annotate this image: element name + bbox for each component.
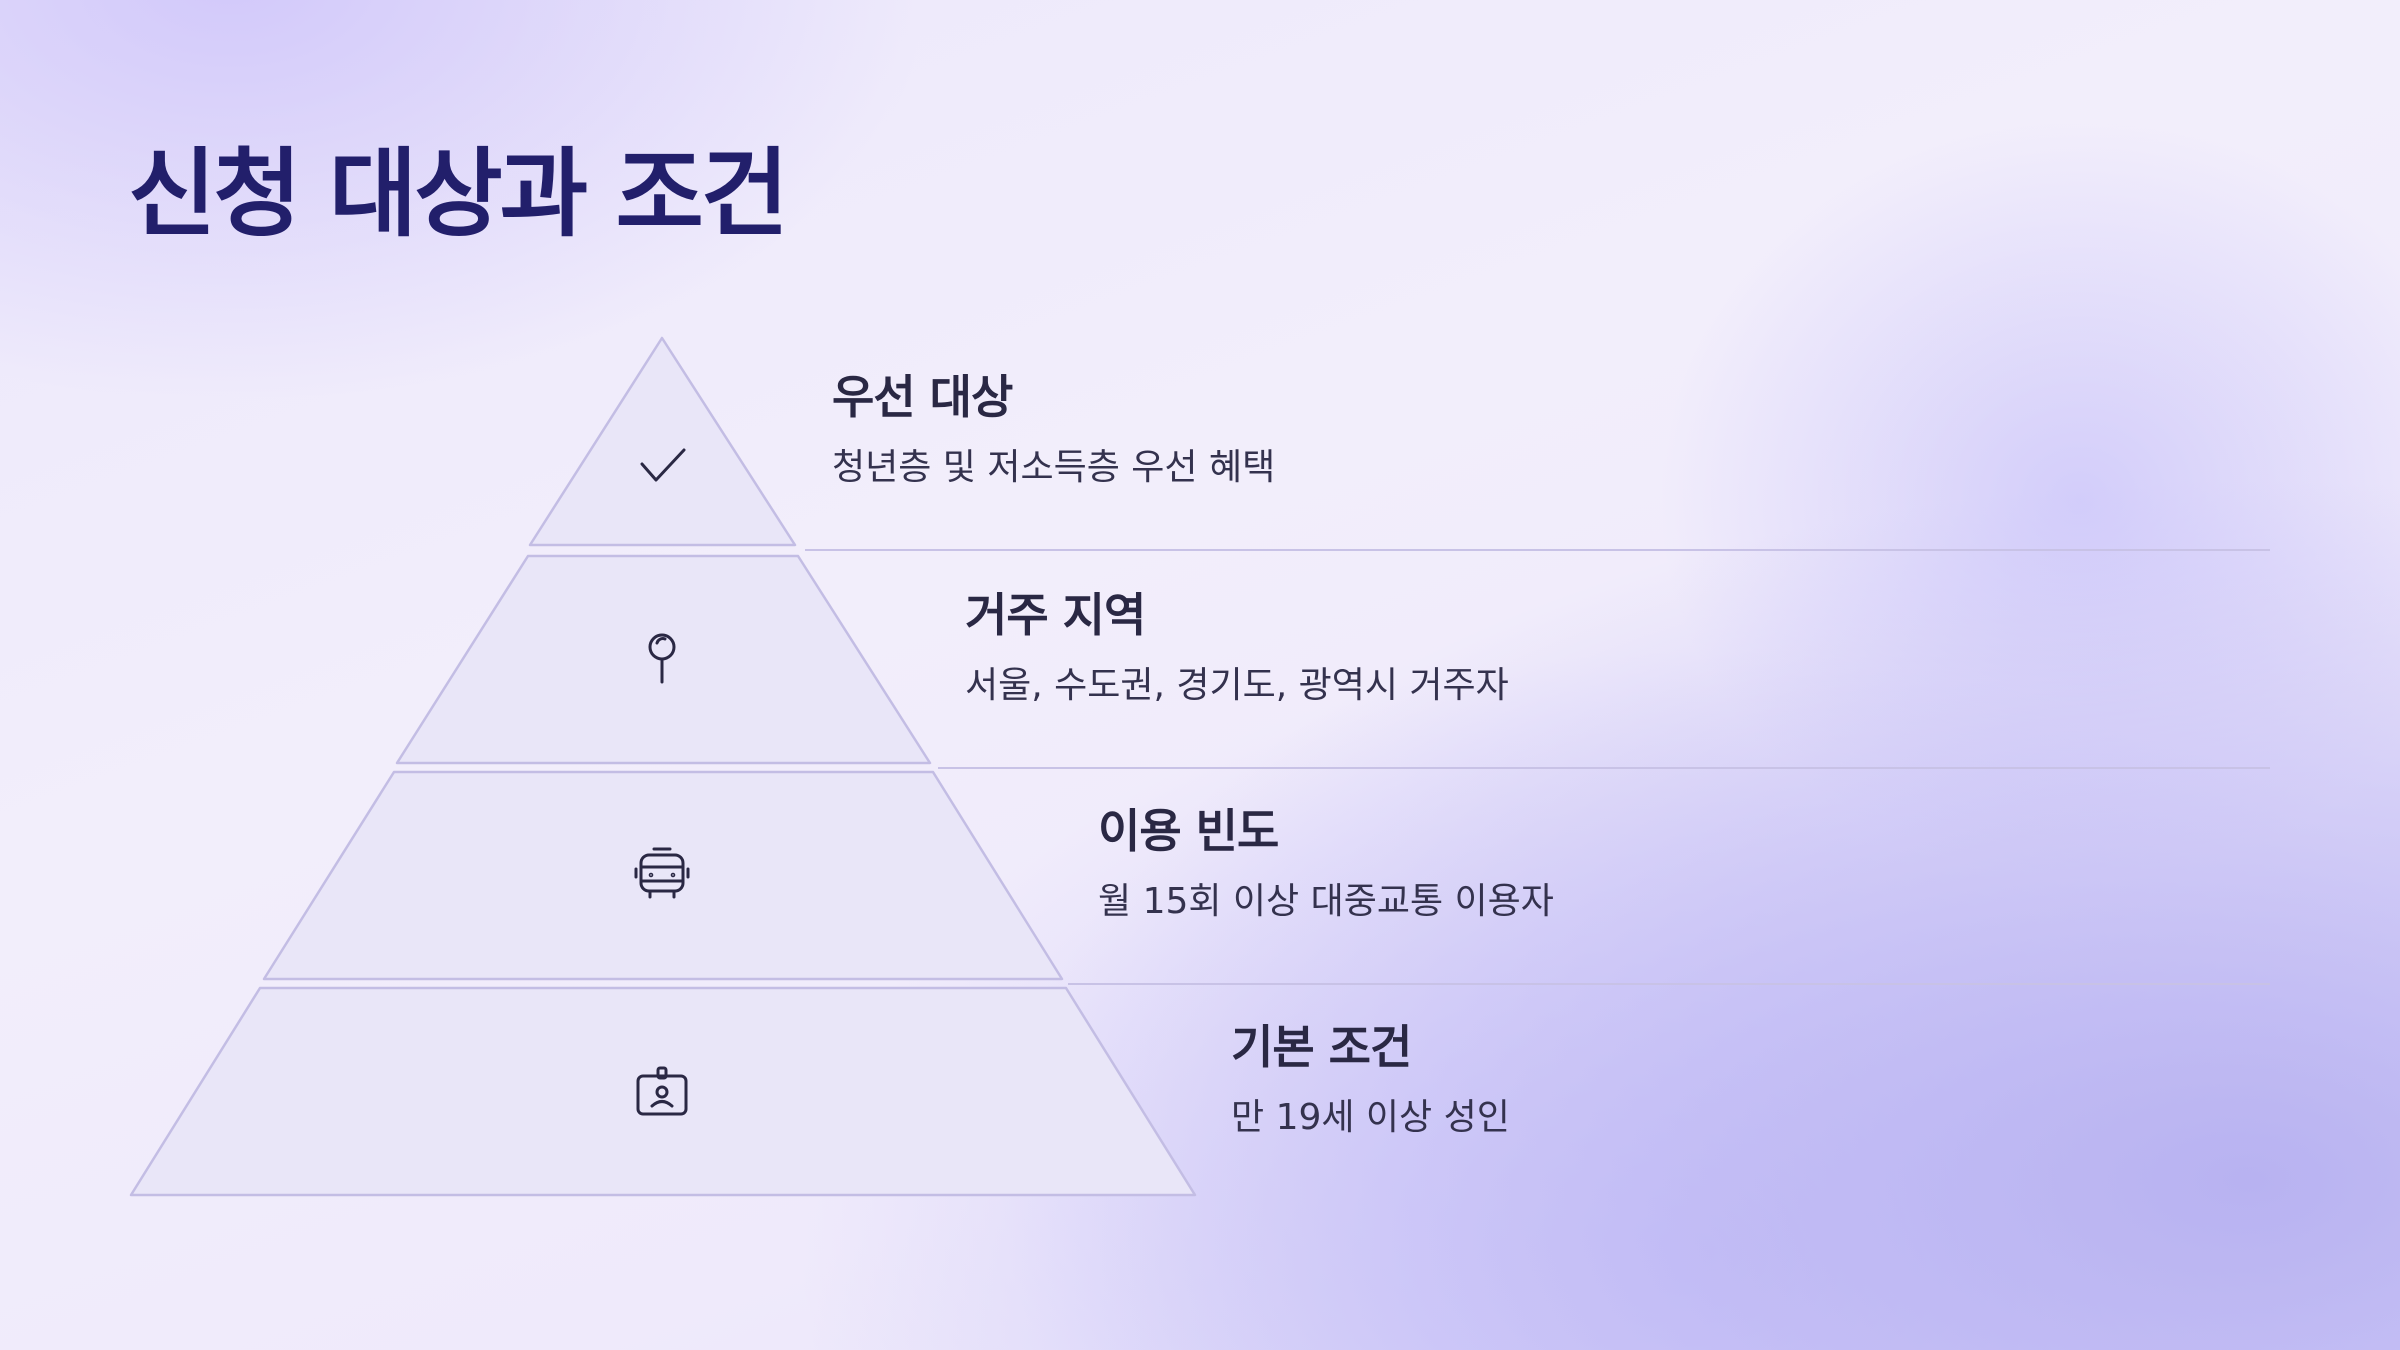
pyramid-tier-4 — [129, 986, 1197, 1197]
tier-4-label: 기본 조건 만 19세 이상 성인 — [1231, 1024, 1510, 1136]
tier-4-description: 만 19세 이상 성인 — [1231, 1097, 1510, 1138]
tier-2-title: 거주 지역 — [965, 588, 1146, 642]
pyramid-tier-3 — [262, 770, 1064, 981]
tier-1-title: 우선 대상 — [832, 370, 1013, 424]
slide-title: 신청 대상과 조건 — [128, 138, 789, 250]
bus-icon — [634, 847, 690, 899]
id-badge-icon — [636, 1066, 688, 1116]
tier-2-label: 거주 지역 서울, 수도권, 경기도, 광역시 거주자 — [965, 592, 1509, 704]
tier-3-label: 이용 빈도 월 15회 이상 대중교통 이용자 — [1098, 808, 1554, 920]
tier-4-title: 기본 조건 — [1231, 1020, 1412, 1074]
check-icon — [640, 448, 686, 482]
pyramid-tier-1 — [528, 336, 797, 547]
tier-3-description: 월 15회 이상 대중교통 이용자 — [1098, 881, 1554, 922]
tier-1-description: 청년층 및 저소득층 우선 혜택 — [832, 447, 1276, 488]
tier-2-description: 서울, 수도권, 경기도, 광역시 거주자 — [965, 665, 1509, 706]
tier-1-label: 우선 대상 청년층 및 저소득층 우선 혜택 — [832, 374, 1275, 486]
map-pin-icon — [648, 633, 676, 684]
tier-3-title: 이용 빈도 — [1098, 804, 1279, 858]
